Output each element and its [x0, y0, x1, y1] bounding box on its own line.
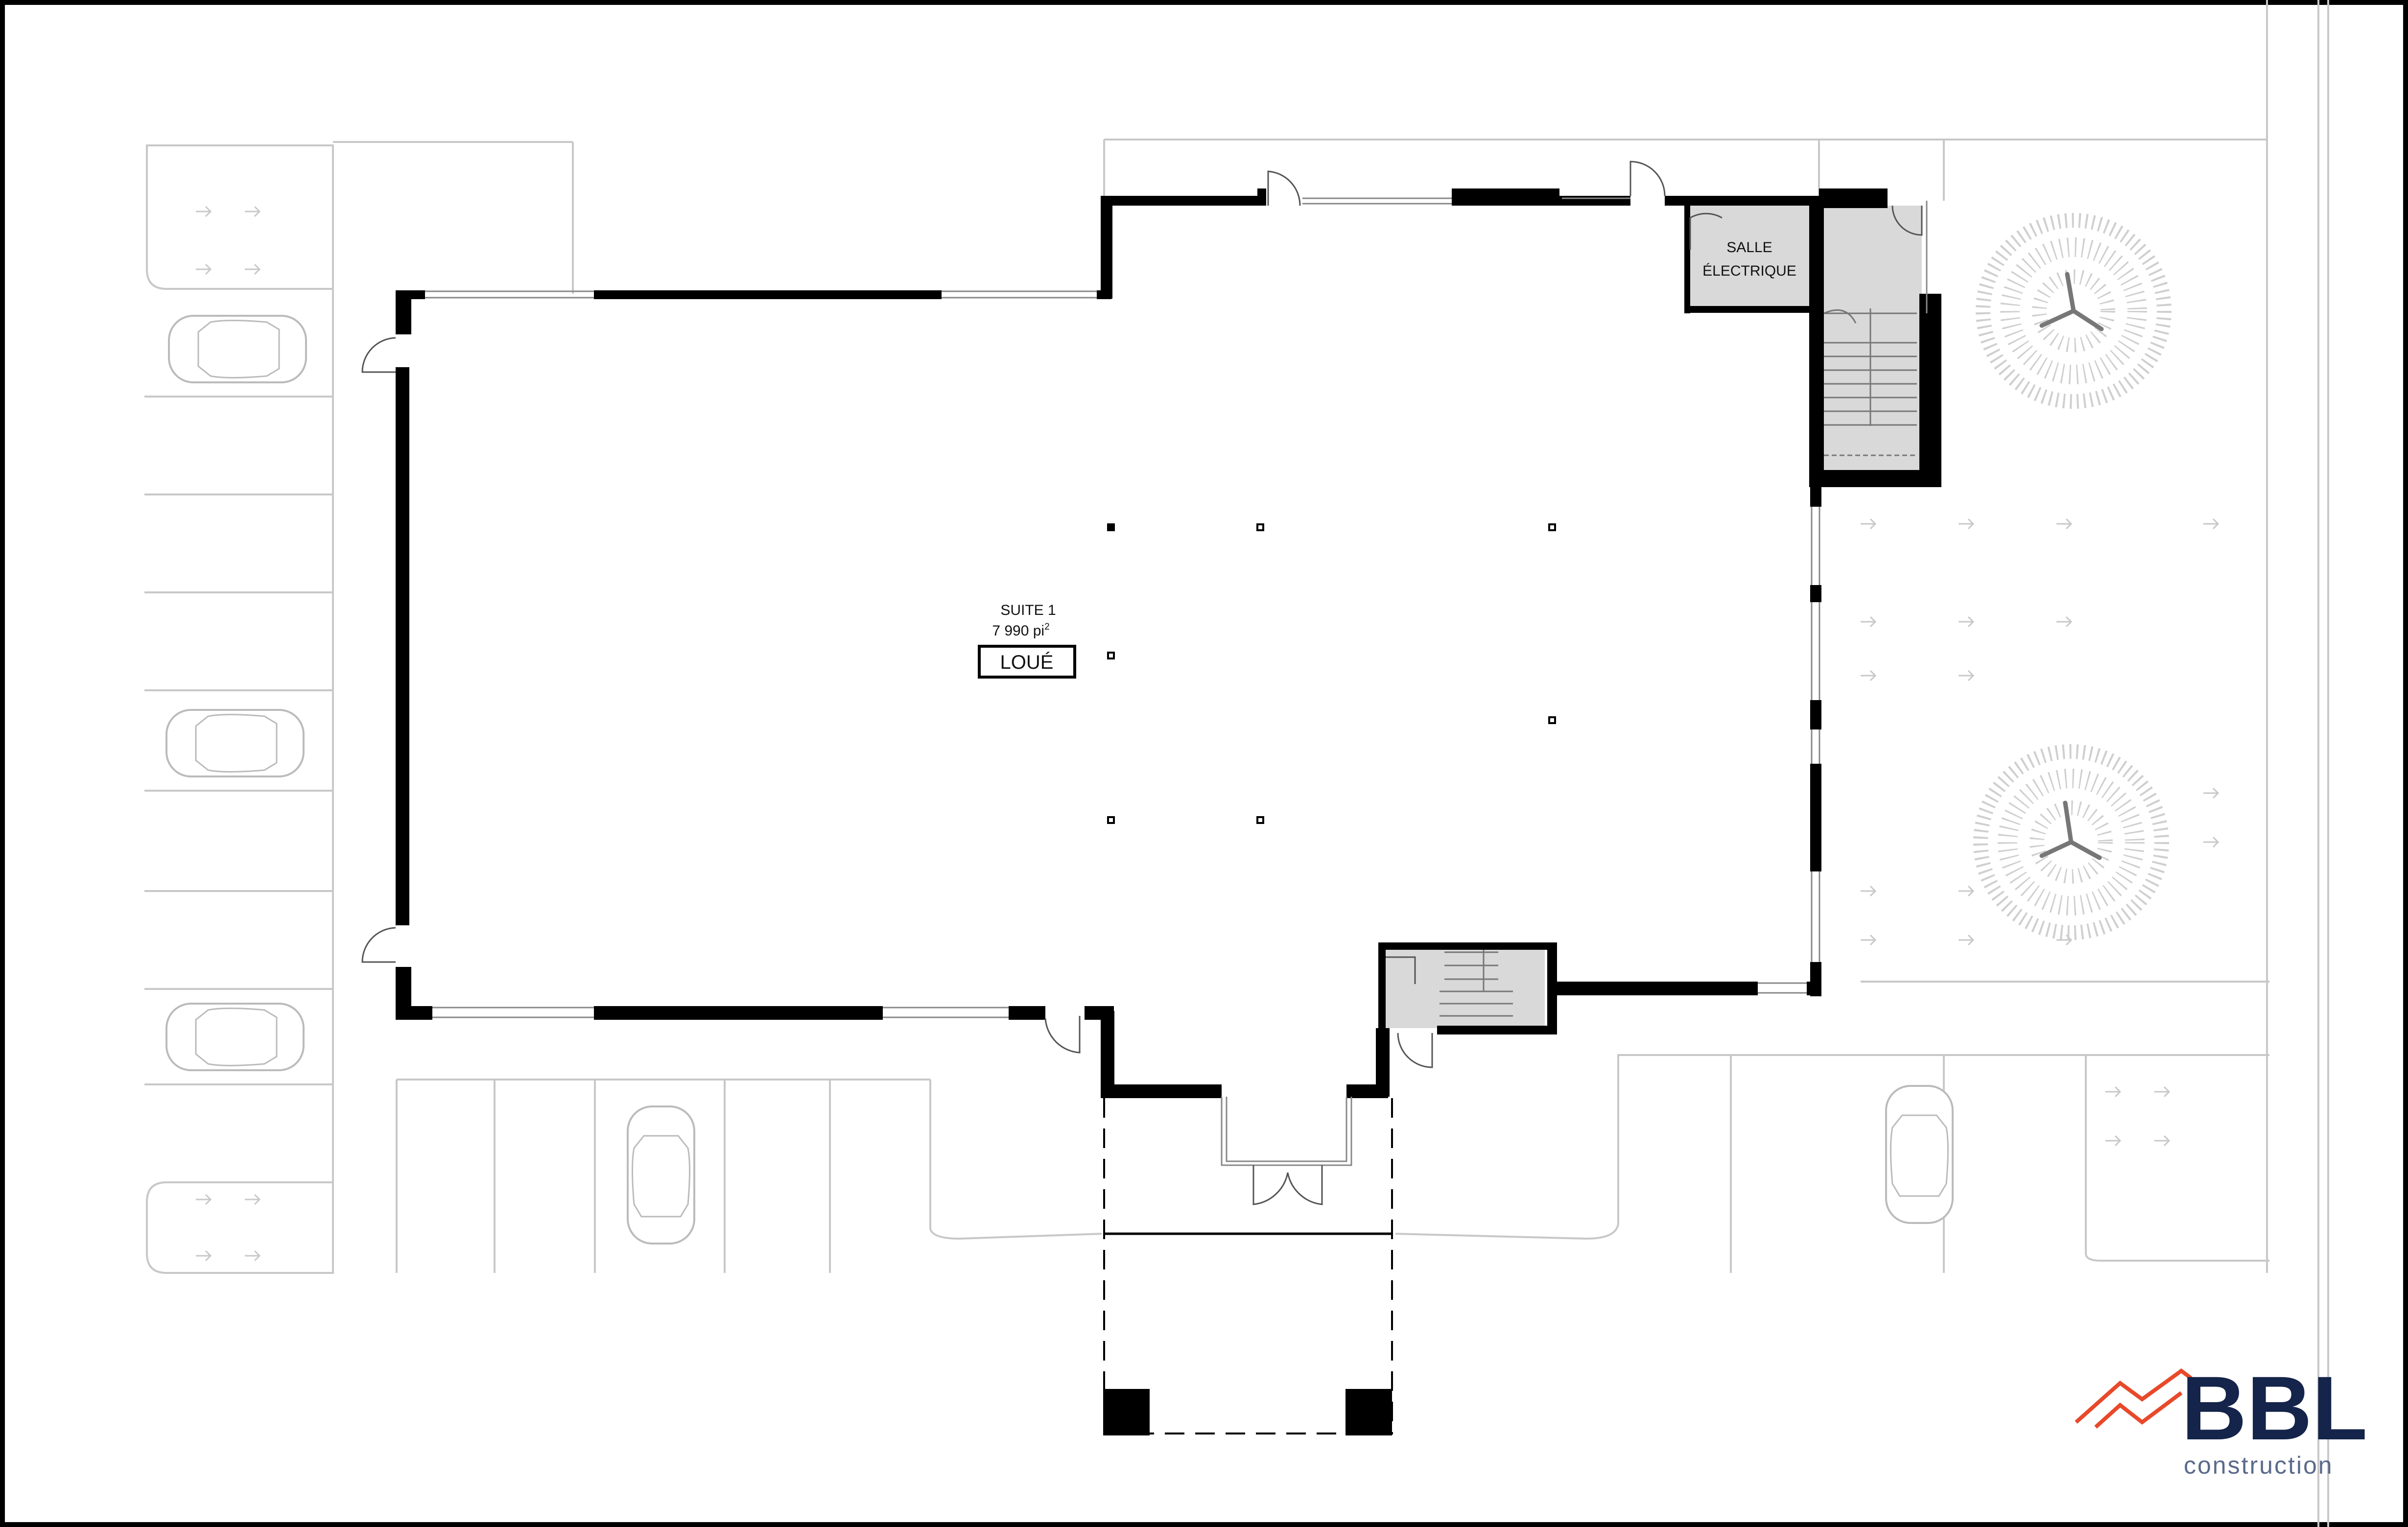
status-badge-frame: [978, 645, 1076, 679]
suite-area: 7 990 pi2: [992, 622, 1049, 639]
stair-treads: [1440, 308, 1917, 1017]
logo-subtitle: construction: [2184, 1452, 2334, 1479]
suite-name: SUITE 1: [1000, 602, 1056, 618]
left-landscape-island-top: [146, 144, 334, 290]
status-badge: LOUÉ: [1000, 651, 1054, 673]
ground-cover-symbols: [196, 206, 2219, 1262]
entrance-canopy: [1103, 1098, 1393, 1435]
parked-car: [168, 315, 307, 383]
stair-south: [1386, 947, 1545, 1028]
tree-symbol: [1973, 744, 2169, 940]
right-landscape-island-bottom: [2085, 1253, 2269, 1262]
parked-car: [165, 1003, 305, 1071]
door-west-lower: [361, 927, 396, 963]
door-west-upper: [361, 337, 396, 373]
door-south-east: [1397, 1033, 1433, 1068]
door-north-1: [1267, 170, 1301, 206]
door-swings: [361, 161, 1923, 1205]
bbl-logo: BBL construction: [2075, 1358, 2367, 1479]
door-north-2: [1629, 161, 1666, 196]
tree-symbol: [1976, 213, 2172, 409]
curb-front: [929, 1054, 2269, 1240]
parked-car: [165, 709, 305, 777]
parked-car: [1885, 1085, 1954, 1224]
entry-double-door: [1252, 1165, 1323, 1205]
electrical-room-label-2: ÉLECTRIQUE: [1702, 263, 1796, 279]
door-south-west: [1044, 1016, 1081, 1054]
electrical-room: [1687, 206, 1817, 311]
windows: [425, 197, 1928, 1166]
exterior-walls: [396, 188, 1941, 1098]
left-landscape-island-bottom: [146, 1181, 334, 1274]
logo-wordmark: BBL: [2181, 1358, 2367, 1459]
canopy-column: [1346, 1389, 1392, 1435]
structural-columns: [1107, 523, 1556, 824]
site-context: [144, 0, 2329, 1527]
roof-mark-icon: [2075, 1368, 2193, 1429]
electrical-room-label-1: SALLE: [1726, 239, 1772, 256]
canopy-column: [1103, 1389, 1150, 1435]
door-electrical: [1689, 212, 1723, 250]
door-stair-south: [1386, 956, 1416, 984]
parked-car: [627, 1105, 695, 1245]
door-stair-north: [1891, 205, 1923, 236]
